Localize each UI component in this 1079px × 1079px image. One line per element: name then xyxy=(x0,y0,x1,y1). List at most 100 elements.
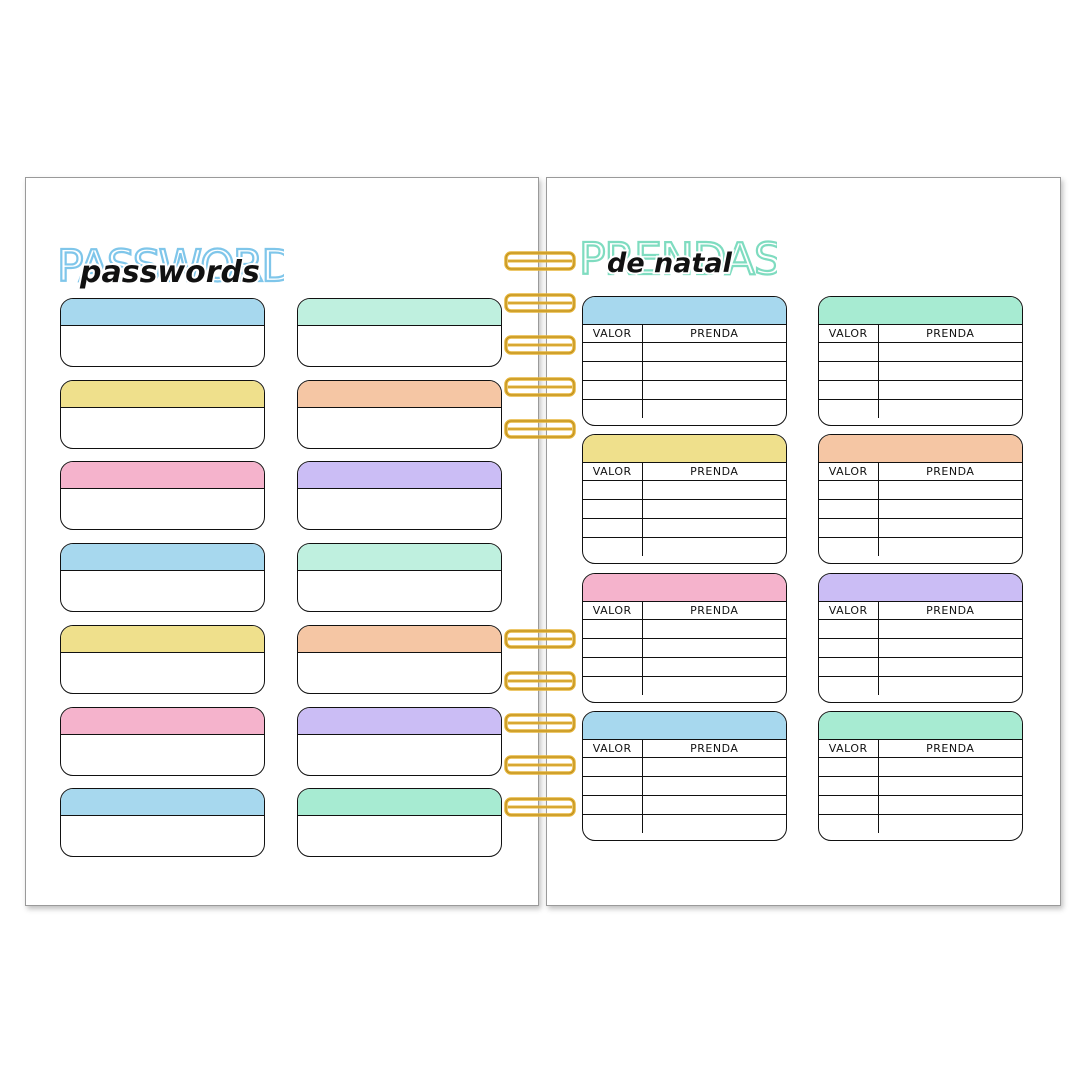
valor-cell[interactable] xyxy=(819,361,879,381)
valor-cell[interactable] xyxy=(819,775,879,796)
valor-cell[interactable] xyxy=(819,499,879,520)
password-card[interactable] xyxy=(60,461,265,531)
valor-cell[interactable] xyxy=(819,756,879,777)
table-row xyxy=(583,775,786,796)
passwords-title-script: passwords xyxy=(77,253,262,292)
valor-cell[interactable] xyxy=(819,380,879,400)
valor-cell[interactable] xyxy=(819,813,879,833)
valor-cell[interactable] xyxy=(583,618,643,639)
prenda-cell[interactable] xyxy=(877,618,1022,639)
spiral-ring xyxy=(504,418,576,440)
prenda-cell[interactable] xyxy=(641,813,786,833)
valor-cell[interactable] xyxy=(583,361,643,381)
valor-cell[interactable] xyxy=(583,499,643,520)
prenda-cell[interactable] xyxy=(641,794,786,815)
valor-cell[interactable] xyxy=(583,342,643,362)
prenda-cell[interactable] xyxy=(877,794,1022,815)
prenda-cell[interactable] xyxy=(641,361,786,381)
prenda-cell[interactable] xyxy=(877,342,1022,362)
password-card-header xyxy=(61,625,264,653)
prenda-column-header: PRENDA xyxy=(877,739,1022,758)
prenda-cell[interactable] xyxy=(877,518,1022,539)
prenda-cell[interactable] xyxy=(641,775,786,796)
valor-cell[interactable] xyxy=(819,675,879,695)
password-card[interactable] xyxy=(60,706,265,776)
valor-cell[interactable] xyxy=(583,537,643,557)
valor-cell[interactable] xyxy=(819,656,879,677)
prenda-cell[interactable] xyxy=(877,813,1022,833)
prenda-cell[interactable] xyxy=(877,775,1022,796)
prenda-cell[interactable] xyxy=(641,480,786,501)
svg-text:PRENDAS: PRENDAS xyxy=(579,234,777,282)
valor-cell[interactable] xyxy=(583,813,643,833)
password-card[interactable] xyxy=(297,543,502,613)
valor-cell[interactable] xyxy=(583,480,643,501)
prenda-cell[interactable] xyxy=(641,399,786,418)
password-card[interactable] xyxy=(60,788,265,858)
password-card[interactable] xyxy=(297,788,502,858)
prenda-cell[interactable] xyxy=(877,399,1022,418)
prendas-title-script: de natal xyxy=(605,246,735,281)
valor-cell[interactable] xyxy=(583,637,643,658)
prenda-cell[interactable] xyxy=(877,675,1022,695)
valor-cell[interactable] xyxy=(819,518,879,539)
prenda-cell[interactable] xyxy=(877,637,1022,658)
valor-cell[interactable] xyxy=(583,656,643,677)
valor-cell[interactable] xyxy=(583,775,643,796)
prenda-cell[interactable] xyxy=(877,480,1022,501)
prenda-cell[interactable] xyxy=(641,499,786,520)
prenda-cell[interactable] xyxy=(641,637,786,658)
valor-cell[interactable] xyxy=(583,518,643,539)
prenda-cell[interactable] xyxy=(877,380,1022,400)
prenda-cell[interactable] xyxy=(641,756,786,777)
prenda-cell[interactable] xyxy=(641,537,786,557)
valor-cell[interactable] xyxy=(583,675,643,695)
valor-cell[interactable] xyxy=(583,794,643,815)
table-row xyxy=(583,618,786,639)
prenda-cell[interactable] xyxy=(877,756,1022,777)
prenda-cell[interactable] xyxy=(641,342,786,362)
password-card[interactable] xyxy=(60,624,265,694)
prenda-cell[interactable] xyxy=(877,537,1022,557)
prenda-cell[interactable] xyxy=(877,499,1022,520)
valor-cell[interactable] xyxy=(583,756,643,777)
table-row xyxy=(819,775,1022,796)
table-row xyxy=(819,813,1022,833)
valor-cell[interactable] xyxy=(819,537,879,557)
prenda-cell[interactable] xyxy=(877,656,1022,677)
password-card[interactable] xyxy=(297,461,502,531)
password-card[interactable] xyxy=(60,543,265,613)
prenda-cell[interactable] xyxy=(877,361,1022,381)
prenda-column-header: PRENDA xyxy=(877,601,1022,620)
valor-cell[interactable] xyxy=(819,342,879,362)
prenda-cell[interactable] xyxy=(641,518,786,539)
prenda-cell[interactable] xyxy=(641,618,786,639)
prendas-title: PRENDAS de natal xyxy=(577,230,777,290)
valor-cell[interactable] xyxy=(819,618,879,639)
prenda-cell[interactable] xyxy=(641,656,786,677)
table-row xyxy=(583,656,786,677)
valor-cell[interactable] xyxy=(583,399,643,418)
password-card[interactable] xyxy=(297,624,502,694)
valor-cell[interactable] xyxy=(819,637,879,658)
password-card[interactable] xyxy=(60,298,265,367)
valor-cell[interactable] xyxy=(819,794,879,815)
valor-cell[interactable] xyxy=(583,380,643,400)
password-card[interactable] xyxy=(60,379,265,449)
valor-cell[interactable] xyxy=(819,480,879,501)
valor-cell[interactable] xyxy=(819,399,879,418)
password-card[interactable] xyxy=(297,706,502,776)
password-card[interactable] xyxy=(297,298,502,367)
prenda-cell[interactable] xyxy=(641,380,786,400)
prenda-cell[interactable] xyxy=(641,675,786,695)
password-card[interactable] xyxy=(297,379,502,449)
